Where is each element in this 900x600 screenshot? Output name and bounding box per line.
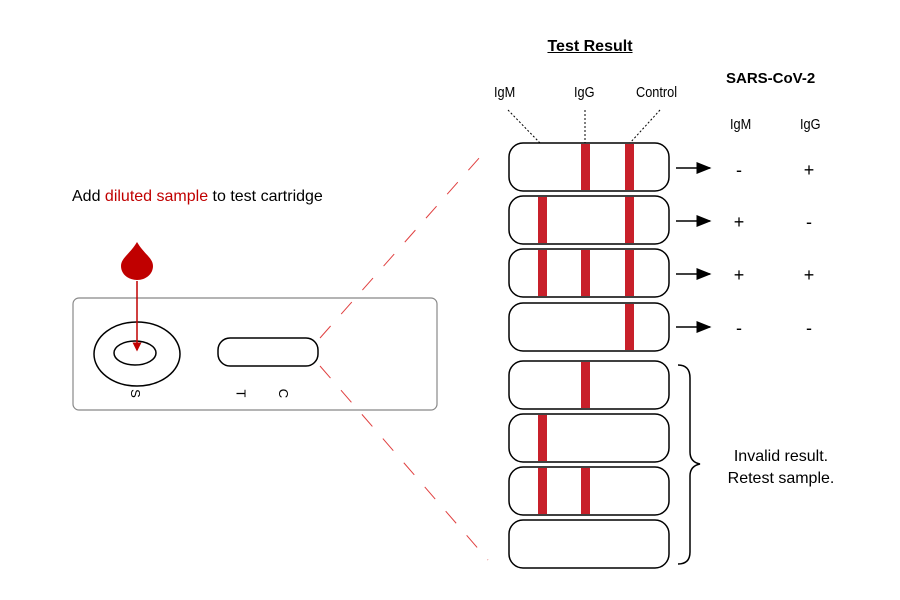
instruction-prefix: Add bbox=[72, 188, 105, 205]
result-2-igg: - bbox=[806, 212, 812, 232]
igg-band bbox=[581, 144, 590, 190]
invalid-result-text: Invalid result. Retest sample. bbox=[716, 446, 846, 490]
result-2-igm: + bbox=[733, 212, 745, 232]
result-4-igg: - bbox=[806, 318, 812, 338]
igg-band bbox=[581, 250, 590, 296]
result-1-igm: - bbox=[736, 160, 742, 180]
invalid-line-1: Invalid result. bbox=[733, 448, 829, 465]
igm-band bbox=[538, 250, 547, 296]
sample-well-inner bbox=[113, 340, 157, 366]
igg-column-header: IgG bbox=[800, 116, 821, 133]
result-4-igm: - bbox=[736, 318, 742, 338]
blood-drop-icon bbox=[121, 242, 153, 280]
control-line-label: Control bbox=[636, 84, 678, 101]
control-band bbox=[625, 304, 634, 350]
virus-header: SARS-CoV-2 bbox=[726, 70, 816, 87]
invalid-line-2: Retest sample. bbox=[727, 470, 835, 487]
invalid-strip-4 bbox=[508, 519, 670, 569]
instruction-highlight: diluted sample bbox=[104, 188, 209, 205]
invalid-brace bbox=[677, 364, 701, 565]
result-1-igg: + bbox=[803, 160, 815, 180]
test-cartridge bbox=[72, 297, 438, 411]
igm-column-header: IgM bbox=[730, 116, 752, 133]
instruction-suffix: to test cartridge bbox=[208, 188, 323, 205]
control-leader-line bbox=[629, 109, 661, 144]
zoom-line-top bbox=[319, 147, 489, 339]
control-band bbox=[625, 144, 634, 190]
strip-2 bbox=[508, 195, 670, 245]
control-band bbox=[625, 250, 634, 296]
igm-line-label: IgM bbox=[494, 84, 516, 101]
result-title: Test Result bbox=[547, 38, 633, 55]
result-3-igg: + bbox=[803, 265, 815, 285]
control-band bbox=[625, 197, 634, 243]
strip-3 bbox=[508, 248, 670, 298]
invalid-strip-3 bbox=[508, 466, 670, 516]
igm-leader-line bbox=[507, 109, 541, 144]
igg-band bbox=[581, 468, 590, 514]
strip-1 bbox=[508, 142, 670, 192]
igg-line-label: IgG bbox=[574, 84, 595, 101]
invalid-strip-1 bbox=[508, 360, 670, 410]
igm-band bbox=[538, 415, 547, 461]
igg-band bbox=[581, 362, 590, 408]
igm-band bbox=[538, 197, 547, 243]
zoom-line-bottom bbox=[319, 365, 489, 561]
result-window bbox=[217, 337, 319, 367]
result-3-igm: + bbox=[733, 265, 745, 285]
igm-band bbox=[538, 468, 547, 514]
instruction-text: Add diluted sample to test cartridge bbox=[72, 188, 323, 206]
strip-4 bbox=[508, 302, 670, 352]
invalid-strip-2 bbox=[508, 413, 670, 463]
